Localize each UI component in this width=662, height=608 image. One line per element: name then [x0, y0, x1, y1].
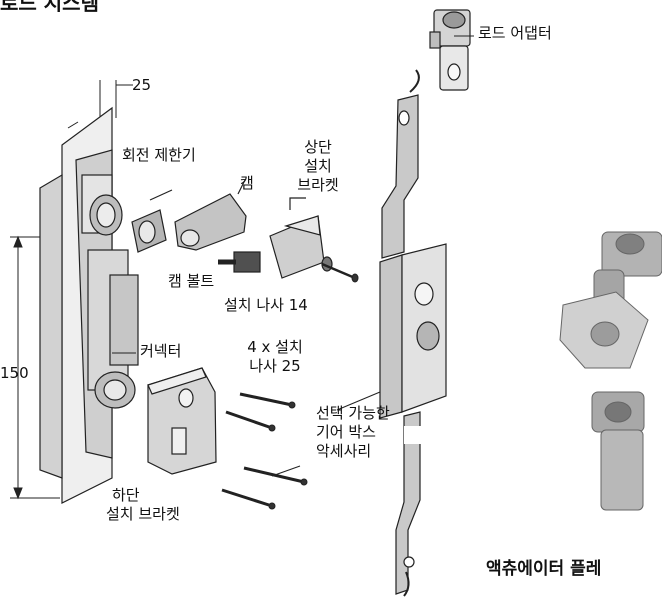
dimension-150 — [10, 235, 65, 500]
label-cam: 캠 — [240, 174, 254, 192]
lock-housing — [75, 149, 139, 459]
label-rotation-limiter: 회전 제한기 — [122, 146, 196, 164]
label-dimension-150: 150 — [0, 364, 29, 382]
upper-mounting-bracket — [269, 197, 333, 279]
label-gearbox: 선택 가능한 기어 박스 악세사리 — [316, 404, 390, 460]
lower-mounting-bracket — [147, 367, 217, 475]
label-screws-25: 4 x 설치 나사 25 — [247, 338, 303, 375]
page-title: 로드 시스템 — [0, 0, 99, 15]
label-upper-bracket: 상단 설치 브라켓 — [297, 138, 339, 194]
label-lower-bracket: 하단 설치 브라켓 — [106, 486, 180, 523]
label-cam-bolt: 캠 볼트 — [168, 272, 215, 290]
label-connector: 커넥터 — [140, 342, 182, 360]
cam — [174, 179, 247, 251]
rod-adapter — [429, 9, 471, 91]
rod-bar — [379, 69, 447, 597]
label-dimension-25: 25 — [132, 76, 152, 94]
screws-25 — [221, 392, 308, 510]
leader-lines — [112, 35, 474, 477]
cam-bolt — [218, 251, 261, 273]
screw-14 — [321, 262, 359, 283]
dimension-25 — [67, 80, 133, 129]
label-rod-adapter: 로드 어댑터 — [478, 24, 552, 42]
actuator-plate-photo — [559, 231, 662, 511]
rod-break — [404, 426, 442, 444]
rotation-limiter — [131, 189, 173, 253]
label-screw-14: 설치 나사 14 — [224, 296, 308, 314]
label-actuator-plate: 액츄에이터 플레 — [486, 559, 602, 579]
